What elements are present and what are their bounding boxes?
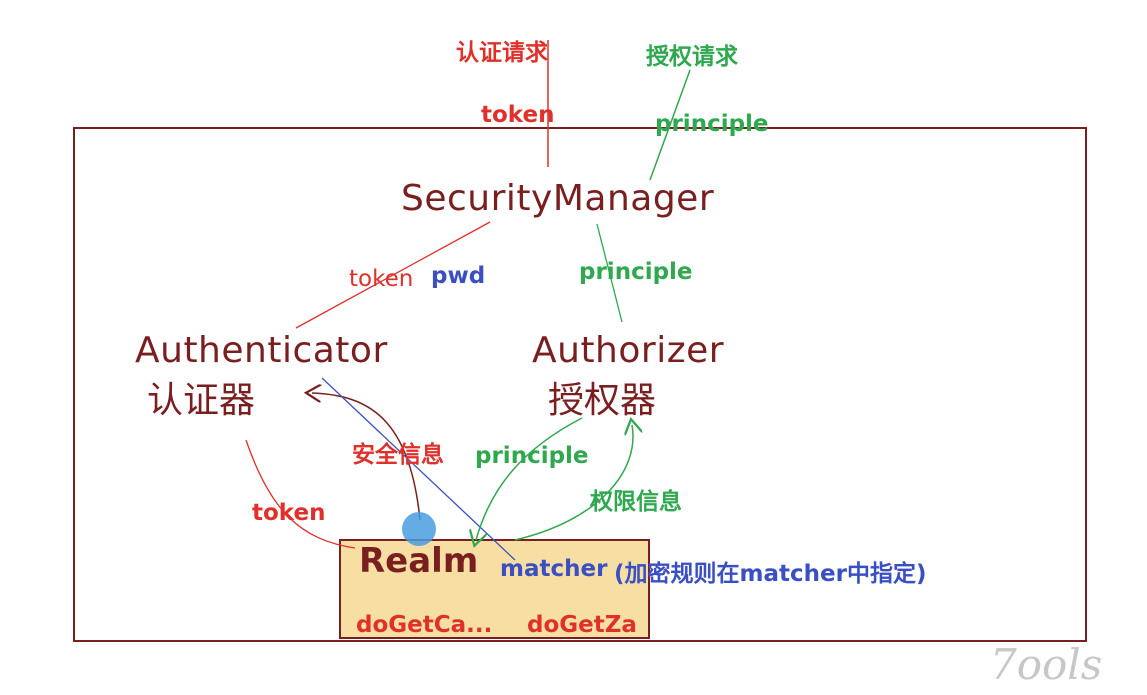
security-info-label: 安全信息 xyxy=(352,442,444,468)
sm-authenticator-line xyxy=(295,221,491,329)
sm-authorizer-line xyxy=(596,223,623,323)
security-manager-node: SecurityManager xyxy=(401,178,715,219)
matcher-label: matcher xyxy=(500,556,608,582)
sm-authz-principle-label: principle xyxy=(579,259,693,285)
authorizer-cn-label: 授权器 xyxy=(548,380,657,421)
authorizer-node: Authorizer xyxy=(532,330,725,371)
realm-method-a: doGetCa... xyxy=(356,612,493,638)
permission-arrow xyxy=(514,425,633,541)
realm-method-b: doGetZa xyxy=(527,612,637,638)
sm-auth-token-label: token xyxy=(349,266,414,292)
authenticator-cn-label: 认证器 xyxy=(147,380,256,421)
top-token-label: token xyxy=(481,102,555,128)
authenticator-realm-line xyxy=(245,439,356,549)
permission-info-label: 权限信息 xyxy=(590,489,682,515)
sm-auth-pwd-label: pwd xyxy=(431,263,486,289)
authenticator-node: Authenticator xyxy=(135,330,388,371)
matcher-note-label: (加密规则在matcher中指定) xyxy=(614,561,927,587)
mid-principle-label: principle xyxy=(475,443,589,469)
top-principle-label: principle xyxy=(655,111,769,137)
authz-request-line xyxy=(649,69,691,181)
watermark-logo: 7ools xyxy=(990,640,1103,689)
authz-request-label: 授权请求 xyxy=(646,44,738,70)
cursor-highlight-icon xyxy=(402,512,436,546)
realm-token-label: token xyxy=(252,500,326,526)
realm-title: Realm xyxy=(359,541,479,581)
principle-arrow xyxy=(476,417,583,540)
auth-request-label: 认证请求 xyxy=(456,40,548,66)
system-frame xyxy=(73,127,1087,642)
security-info-arrow xyxy=(312,393,421,521)
